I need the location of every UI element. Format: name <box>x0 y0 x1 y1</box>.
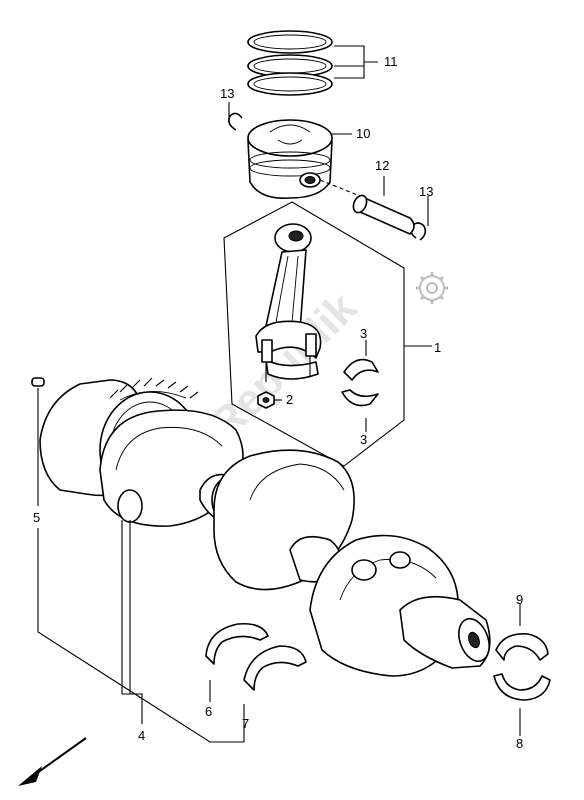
label-part-13-right: 13 <box>419 184 433 199</box>
label-part-2: 2 <box>286 392 293 407</box>
label-part-12: 12 <box>375 158 389 173</box>
connecting-rod <box>255 223 322 382</box>
label-part-5: 5 <box>33 510 40 525</box>
thrust-bearings <box>493 633 551 701</box>
piston-rings <box>247 30 333 96</box>
conrod-bearings <box>341 358 379 407</box>
main-bearing-lower <box>243 645 307 691</box>
leader-lines <box>37 45 521 743</box>
label-part-11: 11 <box>384 54 398 69</box>
front-direction-arrow <box>18 737 87 786</box>
main-bearing-upper <box>205 622 269 665</box>
label-part-13-left: 13 <box>220 86 234 101</box>
dowel-pin <box>31 377 45 387</box>
piston-pin <box>319 179 415 235</box>
label-part-10: 10 <box>356 126 370 141</box>
label-part-3-lower: 3 <box>360 432 367 447</box>
label-part-4: 4 <box>138 728 145 743</box>
label-part-7: 7 <box>242 716 249 731</box>
conrod-box <box>223 201 405 467</box>
label-part-3-upper: 3 <box>360 326 367 341</box>
label-part-1: 1 <box>434 340 441 355</box>
watermark-gear-icon <box>416 272 448 304</box>
label-part-9: 9 <box>516 592 523 607</box>
crankshaft <box>39 377 491 677</box>
piston <box>247 119 333 199</box>
label-part-6: 6 <box>205 704 212 719</box>
conrod-nut <box>257 391 275 409</box>
label-part-8: 8 <box>516 736 523 751</box>
part-numbers: 1 2 3 3 4 5 6 7 8 9 10 11 12 13 13 <box>33 54 523 751</box>
